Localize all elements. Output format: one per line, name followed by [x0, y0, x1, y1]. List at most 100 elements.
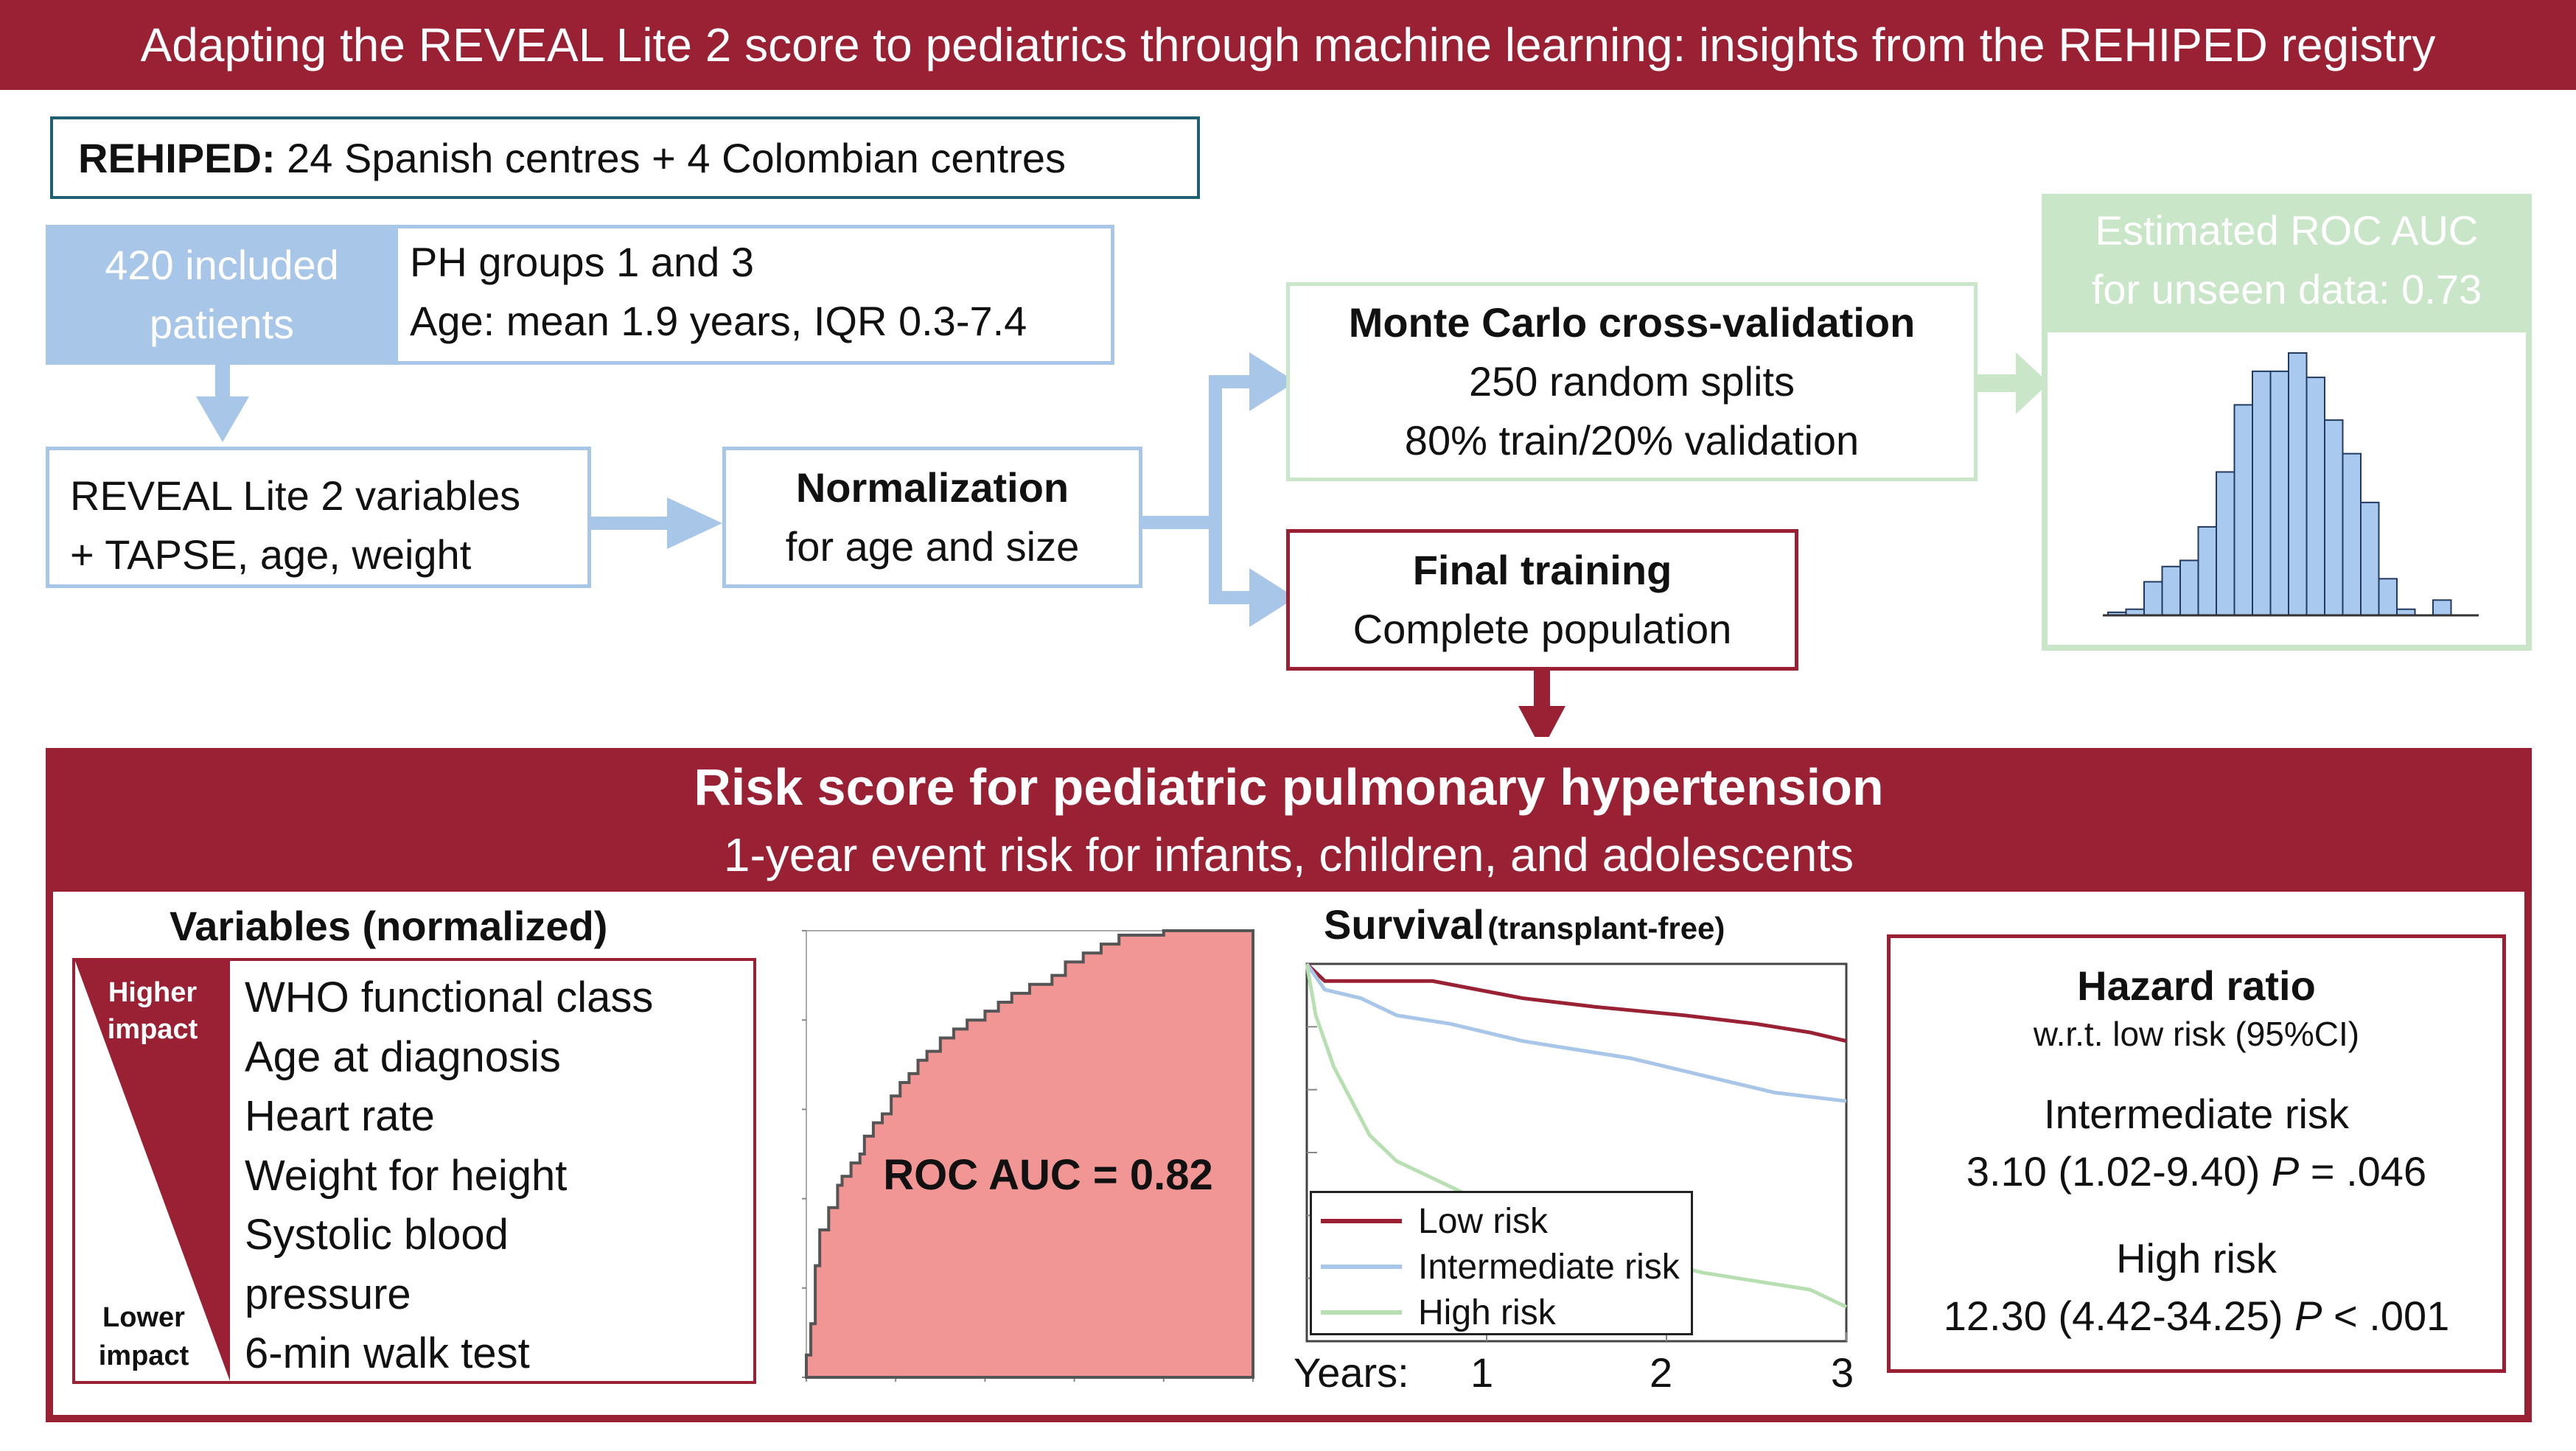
lower-line2: impact: [98, 1340, 189, 1371]
estimated-auc-label: Estimated ROC AUC for unseen data: 0.73: [2042, 194, 2532, 326]
patients-count-line2: patients: [149, 301, 295, 347]
variables-list: WHO functional class Age at diagnosis He…: [245, 968, 753, 1384]
histogram-bar: [2269, 370, 2289, 616]
legend-label-intermediate: Intermediate risk: [1418, 1247, 1680, 1287]
patients-count-line1: 420 included: [105, 242, 339, 288]
histogram-bar: [2179, 559, 2199, 616]
hazard-title: Hazard ratio: [2077, 962, 2316, 1009]
variable-item: Age at diagnosis: [245, 1032, 561, 1081]
variables-panel-heading: Variables (normalized): [170, 903, 608, 949]
survival-legend: Low risk Intermediate risk High risk: [1310, 1191, 1693, 1335]
hazard-high-label: High risk: [2116, 1235, 2277, 1282]
normalization-subtitle: for age and size: [785, 523, 1080, 570]
lower-line1: Lower: [102, 1302, 185, 1333]
histogram-area: [2048, 332, 2526, 645]
patients-box: 420 included patients PH groups 1 and 3 …: [46, 225, 1114, 365]
final-training-box: Final training Complete population: [1286, 529, 1798, 671]
histogram-bar: [2288, 352, 2308, 616]
variables-panel: Higher impact Lower impact WHO functiona…: [72, 958, 756, 1384]
survival-x-tick: 1: [1470, 1349, 1494, 1396]
survival-heading: Survival (transplant-free): [1324, 901, 1884, 948]
legend-swatch-high: [1321, 1310, 1402, 1315]
histogram-bar: [2161, 565, 2181, 617]
roc-auc-label: ROC AUC = 0.82: [883, 1151, 1213, 1199]
higher-line2: impact: [107, 1014, 198, 1045]
final-training-title: Final training: [1412, 547, 1672, 593]
hazard-subtitle: w.r.t. low risk (95%CI): [2033, 1015, 2360, 1053]
histogram-bar: [2342, 452, 2362, 616]
variable-item: Systolic blood: [245, 1211, 509, 1259]
legend-swatch-intermediate: [1321, 1265, 1402, 1269]
patients-detail: PH groups 1 and 3 Age: mean 1.9 years, I…: [398, 228, 1111, 361]
roc-curve-area: [805, 929, 1254, 1379]
hazard-high-p-prefix: P: [2294, 1293, 2322, 1339]
patients-detail-line1: PH groups 1 and 3: [410, 239, 754, 285]
hazard-high-value: 12.30 (4.42-34.25): [1943, 1293, 2283, 1339]
auc-histogram: [2103, 352, 2479, 617]
risk-score-title: Risk score for pediatric pulmonary hyper…: [694, 758, 1884, 816]
variable-item: Heart rate: [245, 1092, 435, 1140]
estimated-auc-line1: Estimated ROC AUC: [2095, 207, 2479, 254]
normalization-box: Normalization for age and size: [722, 447, 1142, 588]
survival-x-tick: 3: [1831, 1349, 1854, 1396]
survival-x-tick: 2: [1650, 1349, 1673, 1396]
hazard-ratio-box: Hazard ratio w.r.t. low risk (95%CI) Int…: [1887, 934, 2506, 1373]
impact-wedge: [75, 961, 230, 1381]
histogram-bar: [2378, 578, 2398, 617]
variable-item: pressure: [245, 1270, 411, 1318]
risk-score-header: Risk score for pediatric pulmonary hyper…: [46, 748, 2532, 888]
monte-carlo-title: Monte Carlo cross-validation: [1348, 299, 1916, 346]
legend-item-high: High risk: [1321, 1290, 1556, 1335]
final-training-subtitle: Complete population: [1352, 606, 1732, 652]
variables-box-line1: REVEAL Lite 2 variables: [70, 472, 521, 519]
survival-heading-sub: (transplant-free): [1487, 911, 1725, 945]
lower-impact-label: Lower impact: [81, 1298, 206, 1375]
hazard-high-p-value: < .001: [2334, 1293, 2450, 1339]
hazard-intermediate-label: Intermediate risk: [2044, 1091, 2349, 1137]
risk-score-panel: Risk score for pediatric pulmonary hyper…: [46, 748, 2532, 1422]
estimated-auc-line2: for unseen data: 0.73: [2091, 266, 2482, 312]
legend-label-high: High risk: [1418, 1293, 1556, 1332]
registry-text: 24 Spanish centres + 4 Colombian centres: [287, 134, 1066, 181]
hazard-intermediate-p-value: = .046: [2310, 1148, 2427, 1195]
variable-item: Weight for height: [245, 1151, 568, 1200]
risk-score-subtitle: 1-year event risk for infants, children,…: [723, 828, 1854, 881]
risk-score-content: [53, 892, 2524, 1415]
variable-item: 6-min walk test: [245, 1329, 530, 1377]
monte-carlo-line2: 80% train/20% validation: [1404, 417, 1860, 464]
variable-item: WHO functional class: [245, 973, 654, 1021]
patients-detail-line2: Age: mean 1.9 years, IQR 0.3-7.4: [410, 298, 1027, 344]
histogram-bar: [2324, 419, 2344, 617]
flow-arrows: [196, 352, 2049, 737]
estimated-auc-panel: Estimated ROC AUC for unseen data: 0.73: [2042, 194, 2532, 651]
histogram-bar: [2143, 581, 2163, 617]
survival-heading-main: Survival: [1324, 901, 1484, 948]
higher-line1: Higher: [108, 977, 198, 1008]
variables-box: REVEAL Lite 2 variables + TAPSE, age, we…: [46, 447, 591, 588]
histogram-bar: [2197, 525, 2217, 616]
registry-label: REHIPED:: [78, 134, 276, 181]
hazard-intermediate-p-prefix: P: [2271, 1148, 2300, 1195]
histogram-bar: [2216, 471, 2235, 616]
histogram-bar: [2306, 377, 2325, 617]
roc-curve-plot: [802, 929, 1254, 1382]
survival-series-line: [1305, 962, 1847, 1103]
legend-label-low: Low risk: [1418, 1201, 1549, 1241]
histogram-bar: [2360, 501, 2380, 616]
legend-item-low: Low risk: [1321, 1199, 1548, 1243]
survival-series-line: [1305, 962, 1847, 1043]
histogram-bar: [2233, 404, 2253, 616]
normalization-title: Normalization: [795, 464, 1069, 511]
histogram-bar: [2252, 370, 2272, 616]
hazard-intermediate-row: 3.10 (1.02-9.40) P = .046: [1966, 1143, 2426, 1200]
title-banner: Adapting the REVEAL Lite 2 score to pedi…: [0, 0, 2576, 90]
patients-count: 420 included patients: [46, 225, 398, 365]
roc-chart: ROC AUC = 0.82: [797, 925, 1262, 1388]
registry-box: REHIPED: 24 Spanish centres + 4 Colombia…: [50, 116, 1200, 199]
monte-carlo-box: Monte Carlo cross-validation 250 random …: [1286, 282, 1978, 481]
higher-impact-label: Higher impact: [83, 974, 223, 1048]
survival-x-label: Years:: [1294, 1349, 1409, 1396]
survival-chart: Low risk Intermediate risk High risk: [1301, 957, 1854, 1347]
monte-carlo-line1: 250 random splits: [1468, 358, 1795, 405]
hazard-intermediate-value: 3.10 (1.02-9.40): [1966, 1148, 2261, 1195]
